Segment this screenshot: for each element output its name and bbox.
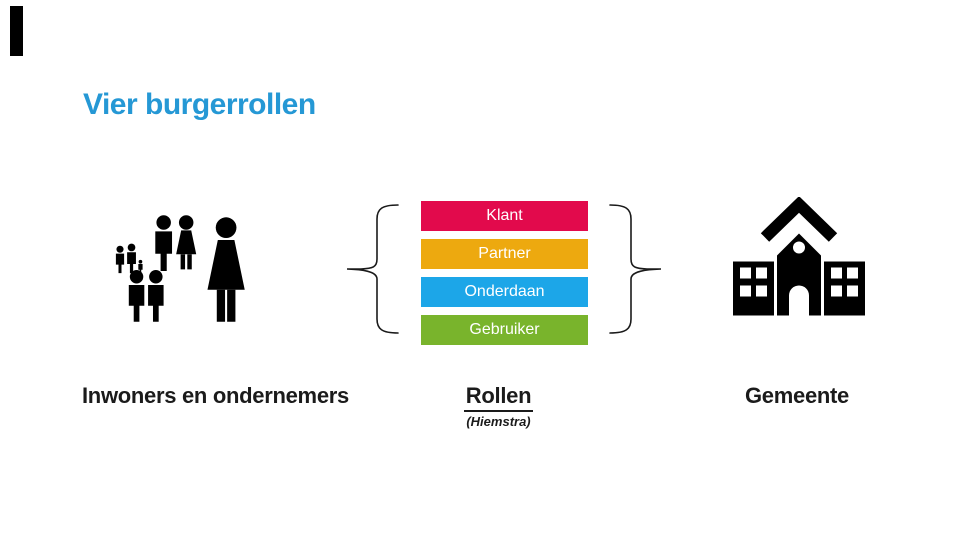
right-brace bbox=[609, 204, 662, 334]
caption-inwoners: Inwoners en ondernemers bbox=[82, 383, 349, 408]
left-brace bbox=[346, 204, 399, 334]
couple-woman bbox=[176, 215, 197, 270]
role-bar-klant: Klant bbox=[421, 201, 588, 231]
role-bar-partner: Partner bbox=[421, 239, 588, 269]
role-bar-gebruiker: Gebruiker bbox=[421, 315, 588, 345]
family-adult-1 bbox=[115, 245, 125, 274]
couple-man bbox=[155, 215, 173, 272]
family-child bbox=[138, 259, 143, 275]
people-group-icon bbox=[115, 215, 245, 322]
roof-shape bbox=[760, 197, 838, 242]
tower-shape bbox=[777, 233, 821, 316]
caption-gemeente: Gemeente bbox=[745, 383, 849, 408]
tower-window bbox=[793, 241, 805, 254]
page-title: Vier burgerrollen bbox=[83, 88, 316, 121]
roles-list: Klant Partner Onderdaan Gebruiker bbox=[421, 201, 588, 353]
role-bar-onderdaan: Onderdaan bbox=[421, 277, 588, 307]
caption-rollen: Rollen (Hiemstra) bbox=[415, 383, 582, 429]
family-adult-2 bbox=[127, 243, 136, 274]
school-building-icon bbox=[733, 197, 865, 316]
caption-rollen-label: Rollen bbox=[463, 383, 534, 412]
pair-man-2 bbox=[148, 270, 164, 322]
right-wing bbox=[824, 261, 865, 316]
large-woman bbox=[207, 217, 245, 322]
door-shape bbox=[789, 285, 809, 316]
caption-rollen-source: (Hiemstra) bbox=[466, 414, 531, 429]
slide-accent-bar bbox=[10, 6, 23, 56]
left-wing bbox=[733, 261, 774, 316]
pair-man-1 bbox=[128, 270, 145, 322]
